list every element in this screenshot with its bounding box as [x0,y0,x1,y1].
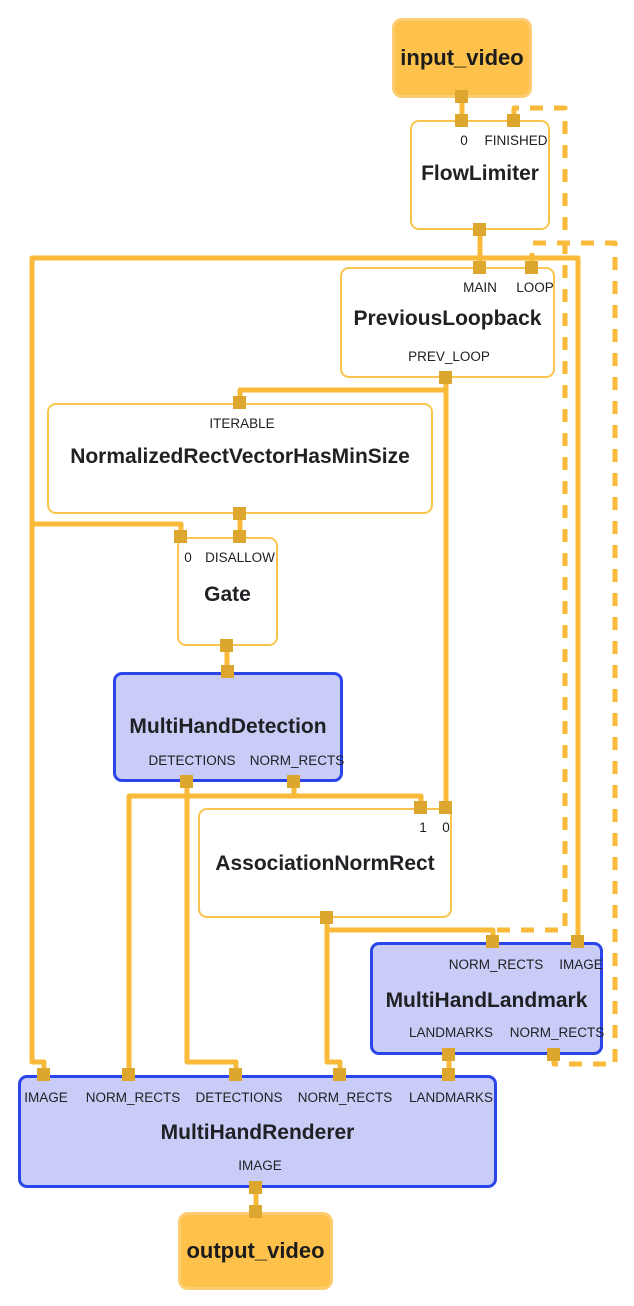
node-multi-hand-detection[interactable]: MultiHandDetection DETECTIONS NORM_RECTS [113,672,345,782]
input-port-label: 1 [419,820,427,835]
node-title: output_video [186,1238,325,1263]
port-output-video-in [249,1205,262,1218]
node-multi-hand-renderer[interactable]: IMAGE NORM_RECTS DETECTIONS NORM_RECTS L… [18,1075,497,1188]
node-title: PreviousLoopback [353,307,542,330]
node-title: MultiHandRenderer [160,1121,355,1144]
input-port-label: FINISHED [484,133,548,148]
edge-image-gate0 [32,521,184,537]
input-port-label: IMAGE [24,1090,68,1105]
node-multi-hand-landmark[interactable]: NORM_RECTS IMAGE MultiHandLandmark LANDM… [370,942,605,1055]
edge-normrects-assoc1 [294,793,424,808]
edge-prevloop-iterable [237,378,449,403]
edge-loopback-dashed [529,240,618,1067]
output-port-label: NORM_RECTS [509,1025,605,1040]
port-renderer-detections [229,1068,242,1081]
input-port-label: LOOP [516,280,554,295]
input-port-label: 0 [442,820,450,835]
node-association-norm-rect[interactable]: 1 0 AssociationNormRect [198,808,452,918]
input-port-label: MAIN [463,280,497,295]
port-gate-out [220,639,233,652]
port-assoc-out [320,911,333,924]
node-title: FlowLimiter [421,162,539,185]
port-previousloopback-prevloop [439,371,452,384]
node-title: NormalizedRectVectorHasMinSize [70,445,410,468]
port-assoc-0 [439,801,452,814]
input-port-label: IMAGE [559,957,603,972]
node-output-video[interactable]: output_video [178,1212,333,1290]
edges-dashed [497,105,618,1067]
input-port-label: LANDMARKS [408,1090,494,1105]
port-input-video-out [455,90,468,103]
input-port-label: NORM_RECTS [85,1090,181,1105]
port-minsize-out [233,507,246,520]
port-minsize-iterable [233,396,246,409]
edge-finished-dashed [497,105,568,933]
input-port-label: NORM_RECTS [297,1090,393,1105]
input-port-label: DISALLOW [205,550,275,565]
input-port-label: ITERABLE [209,416,275,431]
node-gate[interactable]: 0 DISALLOW Gate [177,537,278,646]
output-port-label: PREV_LOOP [408,349,490,364]
port-landmark-landmarks [442,1048,455,1061]
node-title: input_video [400,45,524,70]
node-title: MultiHandDetection [129,715,327,738]
port-previousloopback-main [473,261,486,274]
node-previous-loopback[interactable]: MAIN LOOP PreviousLoopback PREV_LOOP [340,267,555,378]
port-detection-detections [180,775,193,788]
port-renderer-out [249,1181,262,1194]
edge-image-renderer [29,255,480,1075]
edge-assoc-renderer [324,930,343,1075]
port-landmark-normrects-in [486,935,499,948]
port-landmark-image [571,935,584,948]
port-renderer-image [37,1068,50,1081]
port-renderer-normrects1 [122,1068,135,1081]
node-normalized-rect-vector-has-min-size[interactable]: ITERABLE NormalizedRectVectorHasMinSize [47,403,433,514]
port-renderer-normrects2 [333,1068,346,1081]
input-port-label: 0 [184,550,192,565]
input-port-label: NORM_RECTS [448,957,544,972]
port-assoc-1 [414,801,427,814]
node-flow-limiter[interactable]: 0 FINISHED FlowLimiter [410,120,550,230]
port-detection-normrects [287,775,300,788]
port-flowlimiter-out [473,223,486,236]
port-renderer-landmarks [442,1068,455,1081]
input-port-label: 0 [460,133,468,148]
output-port-label: NORM_RECTS [249,753,345,768]
output-port-label: IMAGE [238,1158,282,1173]
port-gate-0 [174,530,187,543]
node-input-video[interactable]: input_video [392,18,532,98]
node-title: MultiHandLandmark [385,989,588,1012]
output-port-label: LANDMARKS [408,1025,494,1040]
port-previousloopback-loop [525,261,538,274]
port-gate-disallow [233,530,246,543]
input-port-label: DETECTIONS [195,1090,283,1105]
edge-assoc-landmark [324,918,496,942]
port-detection-in [221,665,234,678]
edge-image-landmark [480,255,581,942]
edge-normrects-renderer [126,782,297,1075]
node-title: AssociationNormRect [215,852,435,875]
port-landmark-normrects-out [547,1048,560,1061]
port-flowlimiter-0 [455,114,468,127]
port-flowlimiter-finished [507,114,520,127]
node-title: Gate [204,583,251,606]
output-port-label: DETECTIONS [148,753,236,768]
